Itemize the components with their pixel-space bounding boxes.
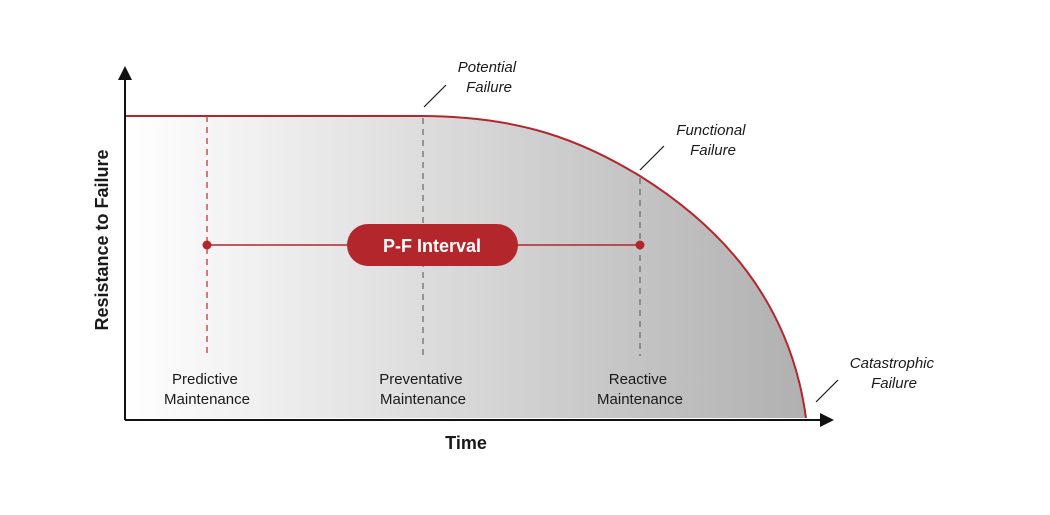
curve-area-fill (125, 116, 806, 418)
x-axis-arrow (820, 413, 834, 427)
y-axis-title: Resistance to Failure (92, 149, 112, 330)
pf-interval-pill (347, 224, 518, 266)
functional-failure-leader (639, 145, 665, 171)
preventative-maintenance-label: Preventative Maintenance (379, 371, 467, 408)
pf-curve (125, 115, 807, 419)
functional-failure-label: Functional Failure (676, 122, 749, 159)
catastrophic-failure-label: Catastrophic Failure (850, 355, 938, 392)
potential-failure-label: Potential Failure (458, 59, 521, 96)
predictive-maintenance-label: Predictive Maintenance (164, 371, 250, 408)
pf-interval-label: P-F Interval (383, 236, 481, 256)
catastrophic-failure-leader (815, 379, 839, 403)
pf-interval-end-dot (635, 240, 645, 250)
y-axis-arrow (118, 66, 132, 80)
x-axis-title: Time (445, 433, 487, 453)
potential-failure-leader (423, 84, 447, 108)
pf-interval-start-dot (202, 240, 212, 250)
reactive-maintenance-label: Reactive Maintenance (597, 371, 683, 408)
